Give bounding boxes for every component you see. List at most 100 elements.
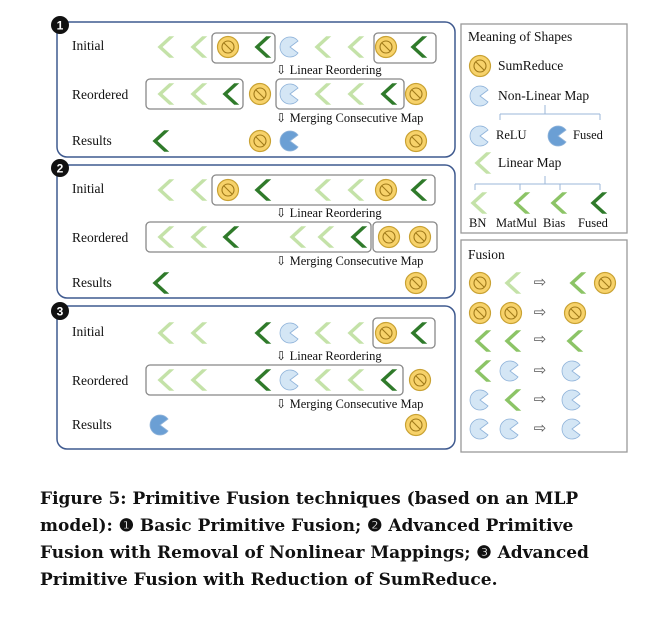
sumreduce-icon	[248, 129, 272, 153]
linear-map-chevron-icon	[473, 329, 493, 353]
panel-2-initial-label: Initial	[72, 181, 104, 196]
legend-relu: ReLU	[496, 128, 527, 142]
linear-map-chevron-icon	[253, 35, 273, 59]
sumreduce-icon	[408, 225, 432, 249]
sumreduce-icon	[216, 35, 240, 59]
sumreduce-icon	[374, 35, 398, 59]
linear-map-chevron-icon	[346, 82, 366, 106]
legend-fused-nonlinear: Fused	[573, 128, 604, 142]
relu-icon	[561, 360, 581, 382]
fusion-arrow-icon: ⇨	[534, 273, 547, 291]
linear-map-chevron-icon	[346, 368, 366, 392]
svg-text:3: 3	[57, 305, 64, 319]
linear-map-chevron-icon	[189, 321, 209, 345]
linear-map-chevron-icon	[221, 225, 241, 249]
panel-1-initial-label: Initial	[72, 38, 104, 53]
linear-map-chevron-icon	[156, 82, 176, 106]
sumreduce-icon	[404, 413, 428, 437]
svg-text:2: 2	[57, 162, 64, 176]
linear-map-chevron-icon	[313, 82, 333, 106]
panel-2-step-1: ⇩ Linear Reordering	[276, 206, 382, 220]
panel-1-step-1: ⇩ Linear Reordering	[276, 63, 382, 77]
linear-map-chevron-icon	[503, 329, 523, 353]
linear-map-chevron-icon	[313, 321, 333, 345]
linear-map-chevron-icon	[189, 225, 209, 249]
linear-map-chevron-icon	[379, 368, 399, 392]
linear-map-chevron-icon	[156, 225, 176, 249]
sumreduce-icon	[404, 271, 428, 295]
fusion-arrow-icon: ⇨	[534, 303, 547, 321]
panel-2-badge: 2	[51, 159, 69, 177]
legend-bias: Bias	[543, 216, 565, 230]
relu-icon	[279, 369, 299, 391]
linear-map-chevron-icon	[316, 225, 336, 249]
group-box	[275, 78, 405, 110]
panel-3-step-2: ⇩ Merging Consecutive Map	[276, 397, 423, 411]
group-box	[372, 221, 438, 253]
sumreduce-icon	[377, 225, 401, 249]
relu-icon	[279, 83, 299, 105]
fused-nonlinear-icon	[279, 130, 299, 152]
panel-3-initial-label: Initial	[72, 324, 104, 339]
panel-2-frame	[56, 164, 456, 299]
fusion-arrow-icon: ⇨	[534, 390, 547, 408]
sumreduce-icon	[216, 178, 240, 202]
linear-map-chevron-icon	[565, 329, 585, 353]
sumreduce-icon	[468, 271, 492, 295]
fusion-diagram: 1 2 3 Initial Reordered Results Initial …	[51, 16, 628, 453]
fusion-frame	[460, 239, 628, 453]
linear-map-chevron-icon	[221, 82, 241, 106]
fusion-title: Fusion	[468, 247, 505, 262]
linear-map-chevron-icon	[151, 271, 171, 295]
linear-map-chevron-icon	[469, 191, 489, 215]
panel-1-reordered-label: Reordered	[72, 87, 128, 102]
fusion-arrow-icon: ⇨	[534, 361, 547, 379]
linear-map-chevron-icon	[512, 191, 532, 215]
linear-map-chevron-icon	[473, 359, 493, 383]
relu-icon	[469, 125, 489, 147]
fused-nonlinear-icon	[547, 125, 567, 147]
sumreduce-icon	[468, 54, 492, 78]
linear-map-chevron-icon	[313, 368, 333, 392]
relu-icon	[499, 418, 519, 440]
linear-map-chevron-icon	[589, 191, 609, 215]
linear-map-chevron-icon	[151, 129, 171, 153]
sumreduce-icon	[593, 271, 617, 295]
sumreduce-icon	[404, 82, 428, 106]
sumreduce-icon	[563, 301, 587, 325]
linear-map-chevron-icon	[473, 151, 493, 175]
linear-map-chevron-icon	[189, 368, 209, 392]
linear-map-chevron-icon	[253, 368, 273, 392]
fused-nonlinear-icon	[149, 414, 169, 436]
linear-map-chevron-icon	[409, 178, 429, 202]
legend-frame	[460, 23, 628, 234]
group-box	[211, 174, 436, 206]
linear-map-chevron-icon	[189, 35, 209, 59]
panel-1-step-2: ⇩ Merging Consecutive Map	[276, 111, 423, 125]
fusion-arrow-icon: ⇨	[534, 419, 547, 437]
linear-map-chevron-icon	[379, 82, 399, 106]
sumreduce-icon	[374, 321, 398, 345]
sumreduce-icon	[404, 129, 428, 153]
legend-fused-linear: Fused	[578, 216, 609, 230]
group-box	[145, 78, 244, 110]
figure-caption: Figure 5: Primitive Fusion techniques (b…	[40, 489, 589, 590]
legend-nonlinear: Non-Linear Map	[498, 88, 589, 103]
linear-map-chevron-icon	[253, 321, 273, 345]
legend-matmul: MatMul	[496, 216, 538, 230]
relu-icon	[469, 418, 489, 440]
shape-layer	[149, 35, 617, 440]
linear-map-chevron-icon	[409, 321, 429, 345]
legend-bn: BN	[469, 216, 486, 230]
relu-icon	[561, 418, 581, 440]
sumreduce-icon	[248, 82, 272, 106]
relu-icon	[279, 36, 299, 58]
linear-map-chevron-icon	[503, 388, 523, 412]
linear-map-chevron-icon	[156, 35, 176, 59]
legend-title: Meaning of Shapes	[468, 29, 572, 44]
group-box	[211, 32, 276, 64]
linear-map-chevron-icon	[568, 271, 588, 295]
panel-2-results-label: Results	[72, 275, 112, 290]
panel-2-step-2: ⇩ Merging Consecutive Map	[276, 254, 423, 268]
sumreduce-icon	[499, 301, 523, 325]
